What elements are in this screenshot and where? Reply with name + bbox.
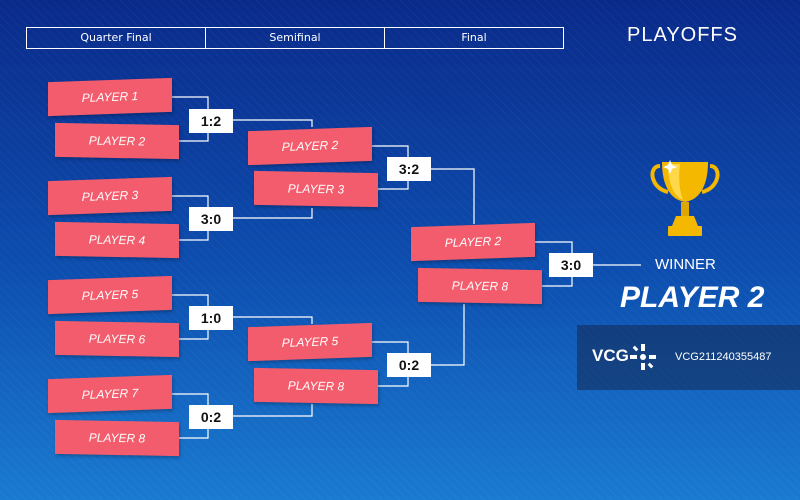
qf-player-8: PLAYER 8 <box>55 419 179 457</box>
trophy-icon <box>650 160 720 236</box>
round-label-quarter-final: Quarter Final <box>80 31 152 44</box>
round-label-final: Final <box>384 28 563 48</box>
watermark-logo: VCG <box>592 346 629 365</box>
round-label-semifinal: Semifinal <box>205 28 384 48</box>
final-score: 3:0 <box>549 253 593 277</box>
qf-score-4: 0:2 <box>189 405 233 429</box>
qf-player-7: PLAYER 7 <box>48 374 172 414</box>
qf-score-2: 3:0 <box>189 207 233 231</box>
watermark: VCG VCG211240355487 <box>577 325 800 390</box>
final-player-2: PLAYER 8 <box>418 267 542 305</box>
watermark-logo-icon <box>630 344 656 370</box>
round-header-bar: Quarter Final Semifinal Final <box>26 27 564 49</box>
winner-name: PLAYER 2 <box>620 281 765 314</box>
sf-score-2: 0:2 <box>387 353 431 377</box>
sf-score-1: 3:2 <box>387 157 431 181</box>
final-player-1: PLAYER 2 <box>411 222 535 262</box>
qf-player-5: PLAYER 5 <box>48 275 172 315</box>
qf-player-1: PLAYER 1 <box>48 77 172 117</box>
sf-player-2: PLAYER 3 <box>254 170 378 208</box>
winner-label: WINNER <box>655 256 716 273</box>
qf-score-3: 1:0 <box>189 306 233 330</box>
qf-player-4: PLAYER 4 <box>55 221 179 259</box>
watermark-id: VCG211240355487 <box>675 351 772 363</box>
qf-player-3: PLAYER 3 <box>48 176 172 216</box>
sf-player-1: PLAYER 2 <box>248 126 372 166</box>
sf-player-4: PLAYER 8 <box>254 367 378 405</box>
page-title: PLAYOFFS <box>627 24 738 46</box>
qf-player-2: PLAYER 2 <box>55 122 179 160</box>
qf-score-1: 1:2 <box>189 109 233 133</box>
sf-player-3: PLAYER 5 <box>248 322 372 362</box>
qf-player-6: PLAYER 6 <box>55 320 179 358</box>
